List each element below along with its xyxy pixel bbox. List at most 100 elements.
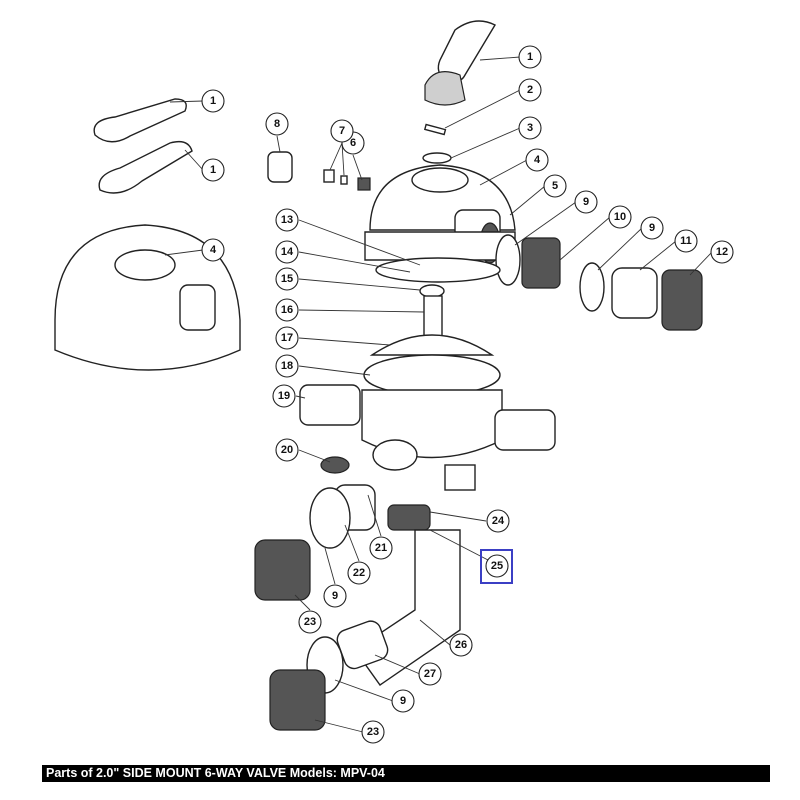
callout-circle <box>275 267 299 291</box>
callout-14: 14 <box>275 240 299 264</box>
top-dome-cover <box>364 164 516 264</box>
callout-circle <box>272 384 296 408</box>
callout-label: 17 <box>281 332 293 344</box>
callout-label: 10 <box>614 211 626 223</box>
callout-label: 1 <box>210 164 216 176</box>
callout-circle <box>710 240 734 264</box>
callout-circle <box>674 229 698 253</box>
callout-23: 23 <box>298 610 322 634</box>
callout-label: 1 <box>527 51 533 63</box>
callout-label: 18 <box>281 360 293 372</box>
callout-label: 4 <box>534 154 541 166</box>
callout-16: 16 <box>275 298 299 322</box>
fittings-bottom <box>269 620 389 731</box>
callout-label: 9 <box>649 222 655 234</box>
callout-circle <box>265 112 289 136</box>
callout-11: 11 <box>674 229 698 253</box>
callout-13: 13 <box>275 208 299 232</box>
callout-label: 11 <box>680 235 692 247</box>
callout-circle <box>518 116 542 140</box>
handle-left-2 <box>98 140 193 194</box>
callout-circle <box>201 89 225 113</box>
callout-10: 10 <box>608 205 632 229</box>
callout-circle <box>486 509 510 533</box>
oring-top <box>422 152 452 164</box>
callout-circle <box>369 536 393 560</box>
handle-top-right <box>424 20 496 106</box>
callout-circle <box>330 119 354 143</box>
screws-7 <box>323 169 348 185</box>
callout-circle <box>201 238 225 262</box>
drain-fitting-24 <box>387 504 431 531</box>
callout-label: 23 <box>367 726 379 738</box>
callout-label: 9 <box>400 695 406 707</box>
callout-2: 2 <box>518 78 542 102</box>
rotor-17 <box>369 334 495 356</box>
callout-circle <box>608 205 632 229</box>
callout-circle <box>543 174 567 198</box>
callout-3: 3 <box>518 116 542 140</box>
rings-right <box>495 234 703 331</box>
callout-circle <box>518 78 542 102</box>
cap-8 <box>267 151 293 183</box>
callout-circle <box>323 584 347 608</box>
handle-left-1 <box>93 98 187 143</box>
callout-circle <box>418 662 442 686</box>
callout-label: 22 <box>353 567 365 579</box>
callout-circle <box>275 438 299 462</box>
callout-circle <box>485 554 509 578</box>
callout-label: 1 <box>210 95 216 107</box>
callout-9: 9 <box>640 216 664 240</box>
callout-25: 25 <box>485 554 509 578</box>
callout-circle <box>275 208 299 232</box>
callout-18: 18 <box>275 354 299 378</box>
callout-label: 4 <box>210 244 217 256</box>
callout-label: 19 <box>278 390 290 402</box>
callout-19: 19 <box>272 384 296 408</box>
spring-6 <box>357 177 371 191</box>
callout-5: 5 <box>543 174 567 198</box>
callout-label: 5 <box>552 180 558 192</box>
callout-circle <box>298 610 322 634</box>
fittings-left <box>254 456 376 601</box>
callout-label: 25 <box>491 560 503 572</box>
callout-8: 8 <box>265 112 289 136</box>
dome-cover-left <box>54 224 241 371</box>
callout-label: 2 <box>527 84 533 96</box>
gasket-14-15 <box>375 257 501 298</box>
callout-circle <box>275 240 299 264</box>
callout-label: 7 <box>339 125 345 137</box>
callout-9: 9 <box>574 190 598 214</box>
callouts: 1112344567891091112131415161718192021229… <box>201 45 734 744</box>
callout-15: 15 <box>275 267 299 291</box>
highlight-box-callout-25 <box>480 549 513 584</box>
callout-7: 7 <box>330 119 354 143</box>
callout-9: 9 <box>391 689 415 713</box>
callout-circle <box>391 689 415 713</box>
callout-label: 20 <box>281 444 293 456</box>
callout-label: 14 <box>281 246 294 258</box>
callout-26: 26 <box>449 633 473 657</box>
callout-circle <box>275 326 299 350</box>
valve-body <box>299 354 556 491</box>
callout-4: 4 <box>201 238 225 262</box>
callout-label: 15 <box>281 273 293 285</box>
callout-1: 1 <box>201 89 225 113</box>
callout-label: 16 <box>281 304 293 316</box>
callout-24: 24 <box>486 509 510 533</box>
callout-circle <box>275 298 299 322</box>
callout-27: 27 <box>418 662 442 686</box>
callout-circle <box>201 158 225 182</box>
callout-circle <box>518 45 542 69</box>
callout-label: 3 <box>527 122 533 134</box>
callout-circle <box>361 720 385 744</box>
callout-22: 22 <box>347 561 371 585</box>
callout-label: 13 <box>281 214 293 226</box>
callout-9: 9 <box>323 584 347 608</box>
leader-lines <box>164 56 713 733</box>
callout-label: 26 <box>455 639 467 651</box>
callout-23: 23 <box>361 720 385 744</box>
callout-label: 9 <box>583 196 589 208</box>
callout-circle <box>275 354 299 378</box>
diagram-caption: Parts of 2.0" SIDE MOUNT 6-WAY VALVE Mod… <box>42 765 770 782</box>
